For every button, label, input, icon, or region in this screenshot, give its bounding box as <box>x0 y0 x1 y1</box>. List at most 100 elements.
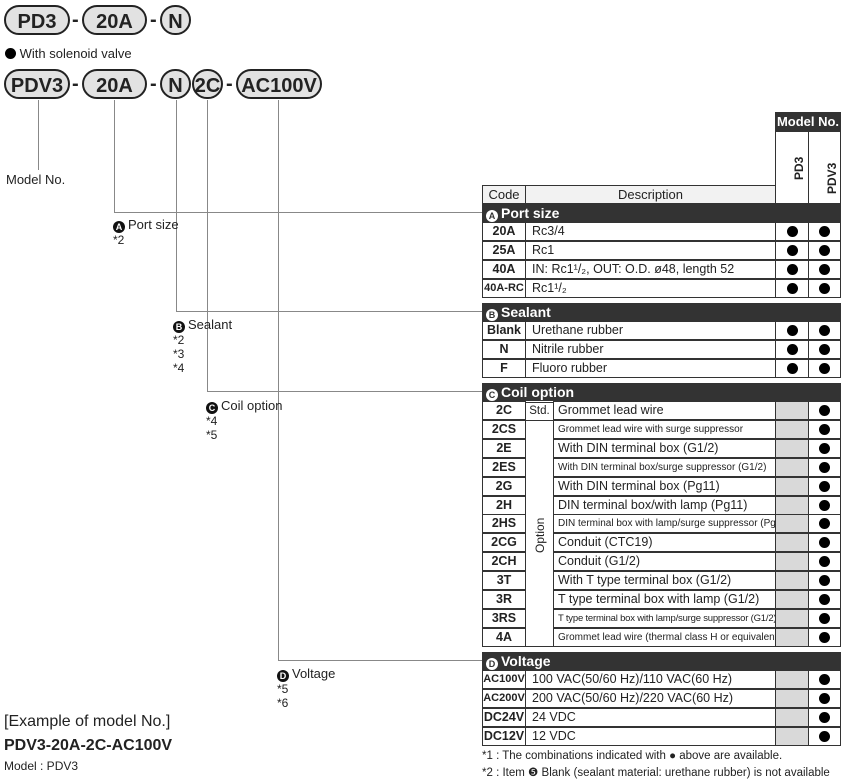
pdv3-cell <box>808 708 841 727</box>
footnote: *1 : The combinations indicated with ● a… <box>482 750 783 762</box>
available-dot-icon <box>819 423 830 435</box>
col-header-pdv3 <box>808 131 841 204</box>
separator-dash: - <box>72 73 79 95</box>
pd3-cell <box>775 627 809 647</box>
pdv3-cell <box>808 727 841 746</box>
solenoid-label: With solenoid valve <box>5 46 132 61</box>
available-dot-icon <box>819 264 830 275</box>
pdv3-cell <box>808 670 841 689</box>
pd3-cell <box>775 279 809 298</box>
row-description: Nitrile rubber <box>525 340 776 359</box>
available-dot-icon <box>819 575 830 587</box>
pd3-cell <box>775 670 809 689</box>
row-code: 25A <box>482 241 526 260</box>
available-dot-icon <box>819 283 830 294</box>
available-dot-icon <box>819 631 830 643</box>
example-model: PDV3-20A-2C-AC100V <box>4 737 173 754</box>
row-code: 3T <box>482 571 526 591</box>
connector-d-h <box>278 660 482 661</box>
separator-dash: - <box>72 9 79 31</box>
available-dot-icon <box>786 283 798 294</box>
row-code: N <box>482 340 526 359</box>
connector-c <box>207 100 208 392</box>
port-size-pill: 20A <box>82 69 147 99</box>
note: *4 <box>206 414 218 428</box>
pd3-cell <box>775 321 809 340</box>
pd3-cell <box>775 514 809 534</box>
row-code: AC200V <box>482 689 526 708</box>
pdv3-cell <box>808 222 841 241</box>
pd3-cell <box>775 438 809 458</box>
row-code: 4A <box>482 627 526 647</box>
pd3-cell <box>775 222 809 241</box>
available-dot-icon <box>819 518 830 530</box>
connector-c-h <box>207 391 482 392</box>
footnote: *2 : Item ❺ Blank (sealant material: ure… <box>482 767 830 779</box>
model-no-header: Model No. <box>775 112 841 131</box>
section-title: Port size <box>501 205 560 221</box>
col-pd3-label: PD3 <box>792 156 806 180</box>
pdv3-cell <box>808 241 841 260</box>
port-size-pill: 20A <box>82 5 147 35</box>
std-label: Std. <box>525 402 554 421</box>
voltage-pill: AC100V <box>236 69 322 99</box>
pdv3-cell <box>808 438 841 458</box>
pd3-cell <box>775 708 809 727</box>
row-code: 3RS <box>482 608 526 628</box>
separator-dash: - <box>150 9 157 31</box>
available-dot-icon <box>819 344 830 355</box>
row-description: Conduit (CTC19) <box>553 533 776 553</box>
row-description: T type terminal box with lamp/surge supp… <box>553 608 776 628</box>
example-model-line: Model : PDV3 <box>4 759 79 773</box>
available-dot-icon <box>819 712 830 723</box>
pd3-cell <box>775 689 809 708</box>
row-code: Blank <box>482 321 526 340</box>
row-code: 40A <box>482 260 526 279</box>
model-no-label: Model No. <box>6 172 66 187</box>
example-title: [Example of model No.] <box>4 713 171 730</box>
row-description: Conduit (G1/2) <box>553 552 776 572</box>
option-label: Option <box>533 517 547 553</box>
available-dot-icon <box>819 674 830 685</box>
pdv3-cell <box>808 321 841 340</box>
option-box <box>525 420 554 647</box>
pd3-cell <box>775 359 809 378</box>
available-dot-icon <box>786 344 798 355</box>
available-dot-icon <box>819 612 830 624</box>
row-code: 2ES <box>482 457 526 477</box>
pd3-cell <box>775 533 809 553</box>
row-description: DIN terminal box with lamp/surge suppres… <box>553 514 776 534</box>
row-description: With T type terminal box (G1/2) <box>553 571 776 591</box>
callout-label: Port size <box>128 217 179 232</box>
pdv3-cell <box>808 689 841 708</box>
row-description: Fluoro rubber <box>525 359 776 378</box>
row-code: 2G <box>482 476 526 496</box>
pdv3-cell <box>808 457 841 477</box>
pdv3-cell <box>808 260 841 279</box>
connector-a-h <box>114 212 482 213</box>
row-description: With DIN terminal box/surge suppressor (… <box>553 457 776 477</box>
pd3-cell <box>775 419 809 439</box>
available-dot-icon <box>819 594 830 605</box>
pdv3-cell <box>808 590 841 609</box>
note: *3 <box>173 347 185 361</box>
row-description: Grommet lead wire <box>553 401 776 420</box>
callout-label: Sealant <box>188 317 233 332</box>
pdv3-cell <box>808 401 841 420</box>
pd3-cell <box>775 571 809 591</box>
